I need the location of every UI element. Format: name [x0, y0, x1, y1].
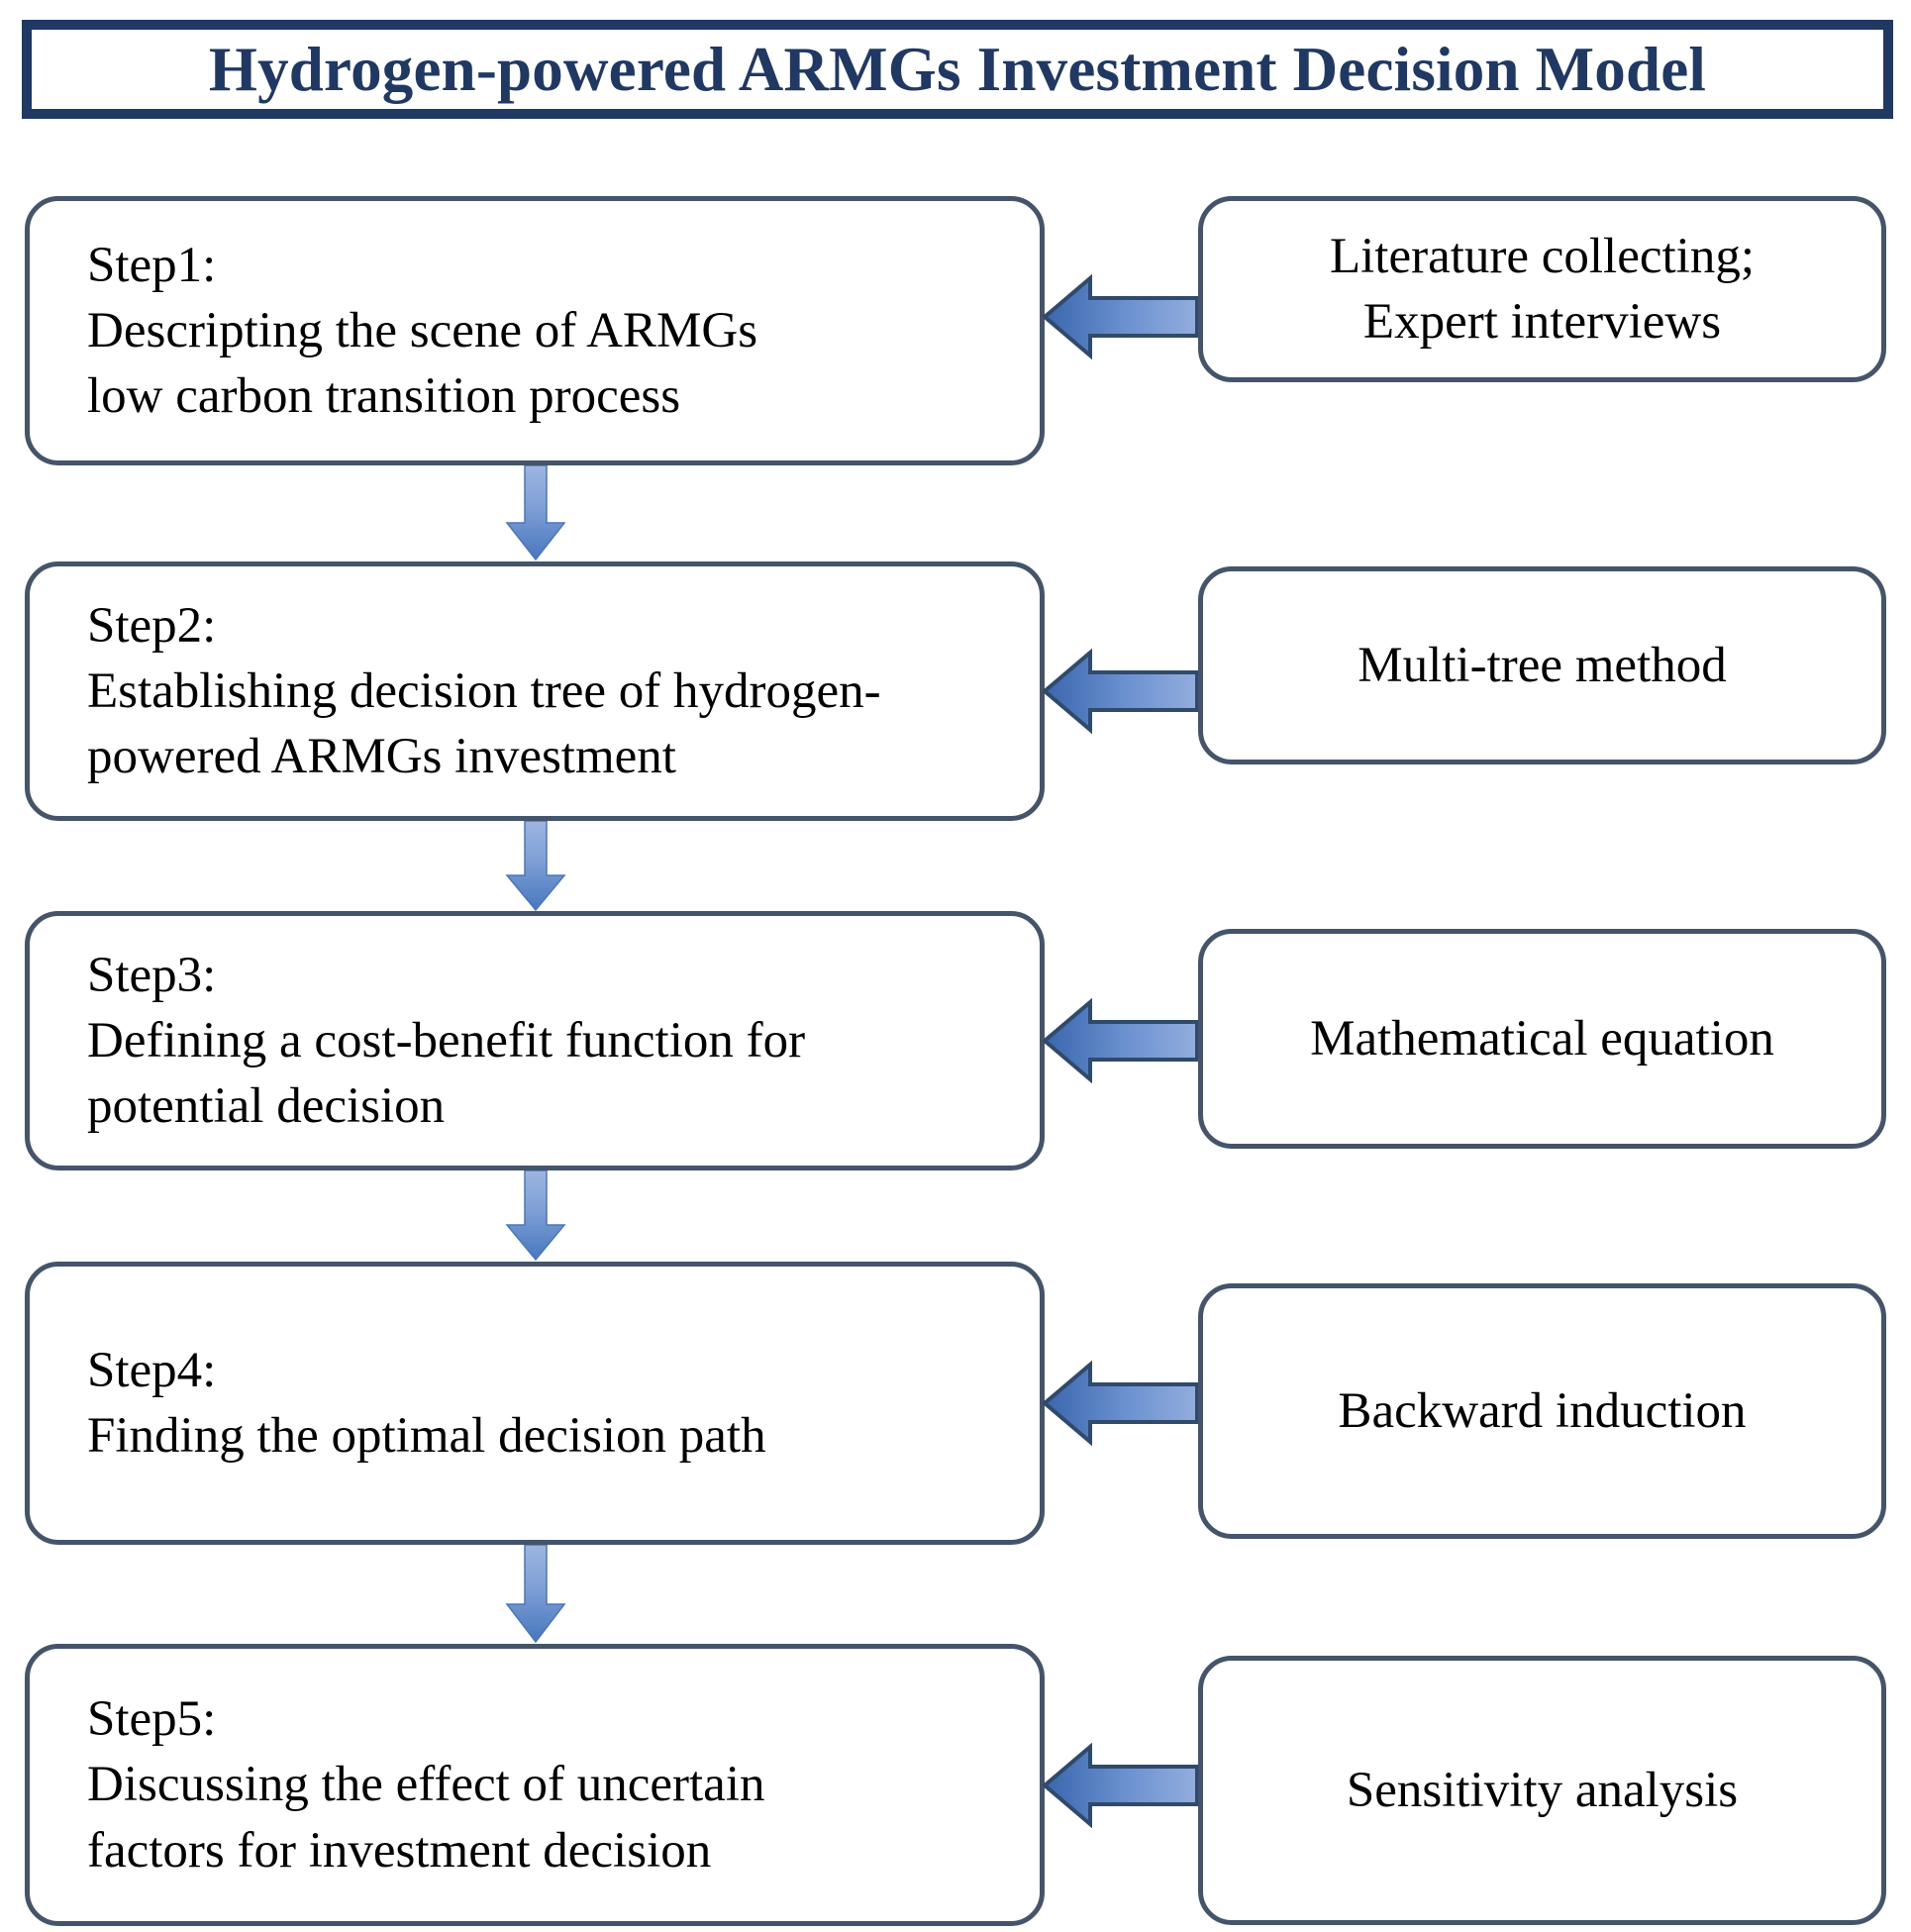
method-arrow-1 — [1043, 274, 1199, 359]
method-4-line-1: Backward induction — [1338, 1382, 1747, 1439]
step-box-3: Step3: Defining a cost-benefit function … — [25, 911, 1045, 1170]
method-5-line-1: Sensitivity analysis — [1346, 1762, 1739, 1818]
step-1-line-2: low carbon transition process — [87, 368, 681, 425]
step-3-label: Step3: — [87, 947, 217, 1003]
page-title: Hydrogen-powered ARMGs Investment Decisi… — [208, 34, 1707, 104]
method-arrow-5 — [1043, 1743, 1199, 1828]
step-5-label: Step5: — [87, 1691, 217, 1748]
step-connector-3-4 — [503, 1170, 568, 1262]
step-4-line-1: Finding the optimal decision path — [87, 1408, 766, 1464]
step-2-line-2: powered ARMGs investment — [87, 729, 676, 785]
step-3-line-1: Defining a cost-benefit function for — [87, 1012, 806, 1068]
method-1-line-1: Literature collecting; — [1329, 228, 1756, 284]
method-box-1: Literature collecting; Expert interviews — [1198, 196, 1886, 382]
method-arrow-2 — [1043, 649, 1199, 734]
step-3-line-2: potential decision — [87, 1078, 446, 1135]
method-box-4: Backward induction — [1198, 1283, 1886, 1539]
step-1-label: Step1: — [87, 237, 217, 293]
step-2-label: Step2: — [87, 597, 217, 654]
method-2-line-1: Multi-tree method — [1358, 637, 1727, 693]
step-2-line-1: Establishing decision tree of hydrogen- — [87, 662, 881, 719]
step-box-2: Step2: Establishing decision tree of hyd… — [25, 561, 1045, 821]
diagram-title-box: Hydrogen-powered ARMGs Investment Decisi… — [22, 20, 1893, 119]
step-connector-2-3 — [503, 821, 568, 912]
method-arrow-4 — [1043, 1361, 1199, 1446]
step-box-5: Step5: Discussing the effect of uncertai… — [25, 1644, 1045, 1926]
step-box-1: Step1: Descripting the scene of ARMGs lo… — [25, 196, 1045, 465]
step-4-label: Step4: — [87, 1342, 217, 1398]
method-3-line-1: Mathematical equation — [1310, 1010, 1774, 1067]
method-1-line-2: Expert interviews — [1362, 294, 1722, 350]
step-connector-1-2 — [503, 465, 568, 561]
step-5-line-2: factors for investment decision — [87, 1822, 712, 1879]
method-box-2: Multi-tree method — [1198, 566, 1886, 764]
step-box-4: Step4: Finding the optimal decision path — [25, 1262, 1045, 1545]
method-arrow-3 — [1043, 998, 1199, 1083]
step-connector-4-5 — [503, 1545, 568, 1644]
step-5-line-1: Discussing the effect of uncertain — [87, 1757, 765, 1813]
method-box-3: Mathematical equation — [1198, 929, 1886, 1149]
method-box-5: Sensitivity analysis — [1198, 1656, 1886, 1925]
step-1-line-1: Descripting the scene of ARMGs — [87, 302, 758, 358]
